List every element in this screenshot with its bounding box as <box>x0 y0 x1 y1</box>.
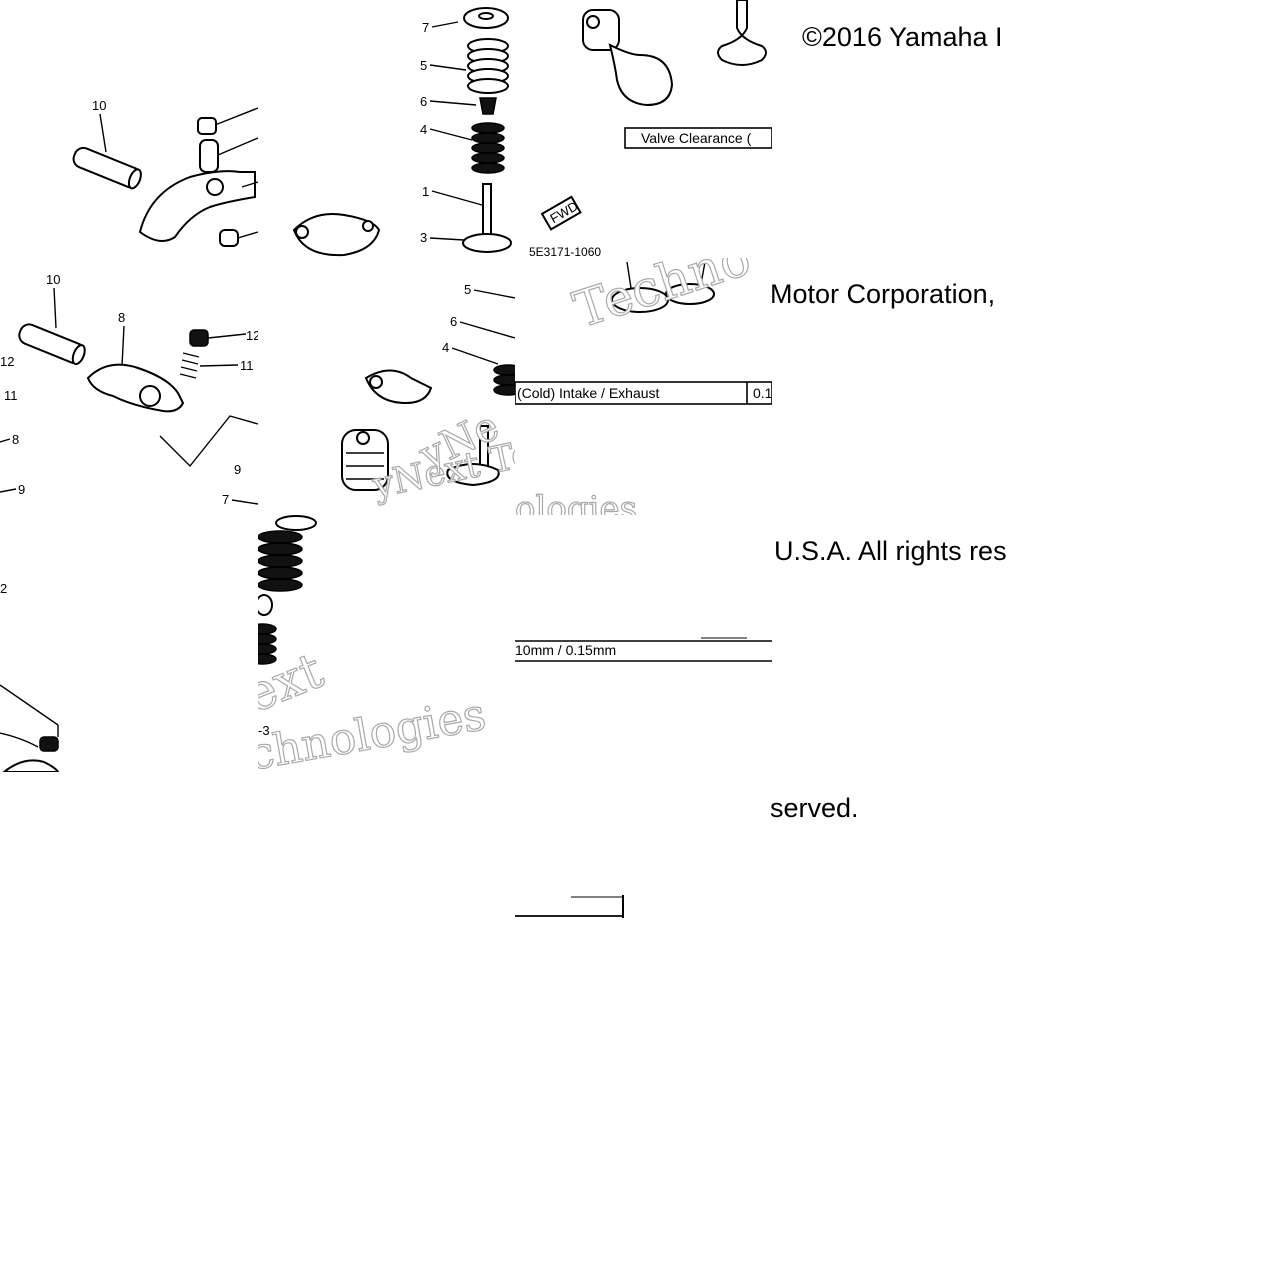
callout-7-top: 7 <box>422 20 429 35</box>
rocker-arm-drawing-top: 10 <box>72 98 258 247</box>
diagram-tile-table-value: 10mm / 0.15mm <box>515 515 772 772</box>
callout-8-mid: 9 <box>234 462 241 477</box>
table-value: 10mm / 0.15mm <box>515 642 616 658</box>
diagram-tile-rocker-middle: 10 8 12 11 12 11 8 9 9 7 <box>0 258 258 515</box>
callout-4-top: 4 <box>420 122 427 137</box>
diagram-tile-rocker-top: 10 <box>0 0 258 258</box>
rocker-arm-drawing-middle: 10 8 12 11 12 11 8 9 9 7 <box>0 272 258 507</box>
diagram-tile-table-row: Techno (Cold) Intake / Exhaust 0.1 ologi… <box>515 258 772 515</box>
callout-6-mid: 6 <box>450 314 457 329</box>
copyright-line-4: served. <box>770 793 859 823</box>
copyright-line-3: U.S.A. All rights res <box>774 536 1007 566</box>
table-bottom-edge <box>515 893 635 923</box>
valve-seat-table-row: Techno (Cold) Intake / Exhaust 0.1 ologi… <box>515 258 772 515</box>
copyright-line-2: Motor Corporation, <box>770 279 996 309</box>
callout-7-mid: 7 <box>222 492 229 507</box>
table-header: Valve Clearance ( <box>641 130 752 146</box>
diagram-tile-valve-table-top: Valve Clearance ( FWD 5E3171-1060 <box>515 0 772 258</box>
callout-fragment-2: 2 <box>0 581 7 596</box>
callout-12-mid: 12 <box>246 328 258 343</box>
table-row-value: 0.1 <box>753 385 772 401</box>
figure-code: 5E3171-1060 <box>529 245 601 258</box>
valve-spring-drawing-top: 7 5 6 4 1 3 <box>292 7 512 257</box>
table-value-row: 10mm / 0.15mm <box>515 637 772 662</box>
callout-3-top: 3 <box>420 230 427 245</box>
diagram-tile-lower-left: 2 <box>0 515 258 772</box>
callout-6-top: 6 <box>420 94 427 109</box>
table-header-box <box>624 127 772 149</box>
lower-left-fragment: 2 <box>0 581 60 772</box>
diagram-tile-valve-middle: 5 6 4 yNext Tec yNe <box>258 258 515 515</box>
callout-11-mid: 11 <box>240 358 254 373</box>
watermark-c: ologies <box>515 489 637 515</box>
callout-1-top: 1 <box>422 184 429 199</box>
callout-11-left: 11 <box>4 388 18 403</box>
callout-5-mid: 5 <box>464 282 471 297</box>
callout-10-top: 10 <box>92 98 106 113</box>
watermark-a: Techno <box>567 258 758 339</box>
callout-9-left: 8 <box>12 432 19 447</box>
table-row-label: (Cold) Intake / Exhaust <box>517 385 660 401</box>
callout-4-mid: 4 <box>442 340 449 355</box>
lower-spring-fragment: ext chnologies -3 <box>258 515 490 772</box>
valve-drawing-middle: 5 6 4 yNext Tec yNe <box>341 282 515 508</box>
callout-fragment-3: -3 <box>258 723 270 738</box>
callout-8-left: 9 <box>18 482 25 497</box>
table-bottom-line <box>515 895 624 918</box>
callout-5-top: 5 <box>420 58 427 73</box>
valve-drawing-table-header: Valve Clearance ( FWD 5E3171-1060 <box>529 0 772 258</box>
table-row-box <box>515 381 772 405</box>
copyright-line-1: ©2016 Yamaha I <box>802 22 1003 52</box>
diagram-tile-valve-top: 7 5 6 4 1 3 <box>258 0 515 258</box>
callout-12-left: 12 <box>0 354 14 369</box>
callout-10-mid: 10 <box>46 272 60 287</box>
callout-9-mid: 8 <box>118 310 125 325</box>
diagram-tile-lower-middle: ext chnologies -3 <box>258 515 515 772</box>
